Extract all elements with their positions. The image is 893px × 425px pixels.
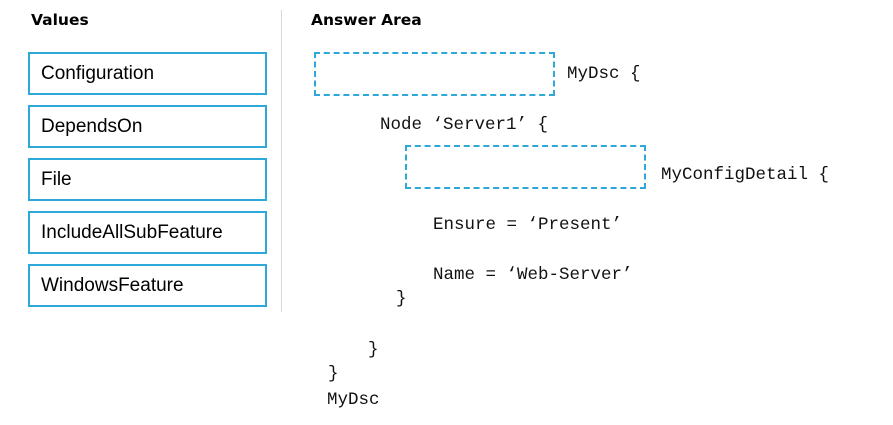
code-name-line: Name = ‘Web-Server’	[433, 265, 633, 285]
drop-target-configuration-keyword[interactable]	[314, 52, 555, 96]
code-close-node: }	[368, 340, 379, 360]
code-ensure-line: Ensure = ‘Present’	[433, 215, 623, 235]
value-includeallsubfeature[interactable]: IncludeAllSubFeature	[28, 211, 267, 254]
code-invoke-config: MyDsc	[327, 390, 380, 410]
code-config-name: MyDsc {	[567, 64, 641, 84]
answer-area-heading: Answer Area	[311, 11, 422, 29]
drop-target-resource-type[interactable]	[405, 145, 646, 189]
value-configuration[interactable]: Configuration	[28, 52, 267, 95]
value-windowsfeature[interactable]: WindowsFeature	[28, 264, 267, 307]
value-file[interactable]: File	[28, 158, 267, 201]
code-resource-name: MyConfigDetail {	[661, 165, 830, 185]
code-close-resource: }	[396, 289, 407, 309]
code-close-configuration: }	[328, 364, 339, 384]
value-dependson[interactable]: DependsOn	[28, 105, 267, 148]
code-node-line: Node ‘Server1’ {	[380, 115, 549, 135]
panel-divider	[281, 10, 282, 312]
values-heading: Values	[31, 11, 89, 29]
